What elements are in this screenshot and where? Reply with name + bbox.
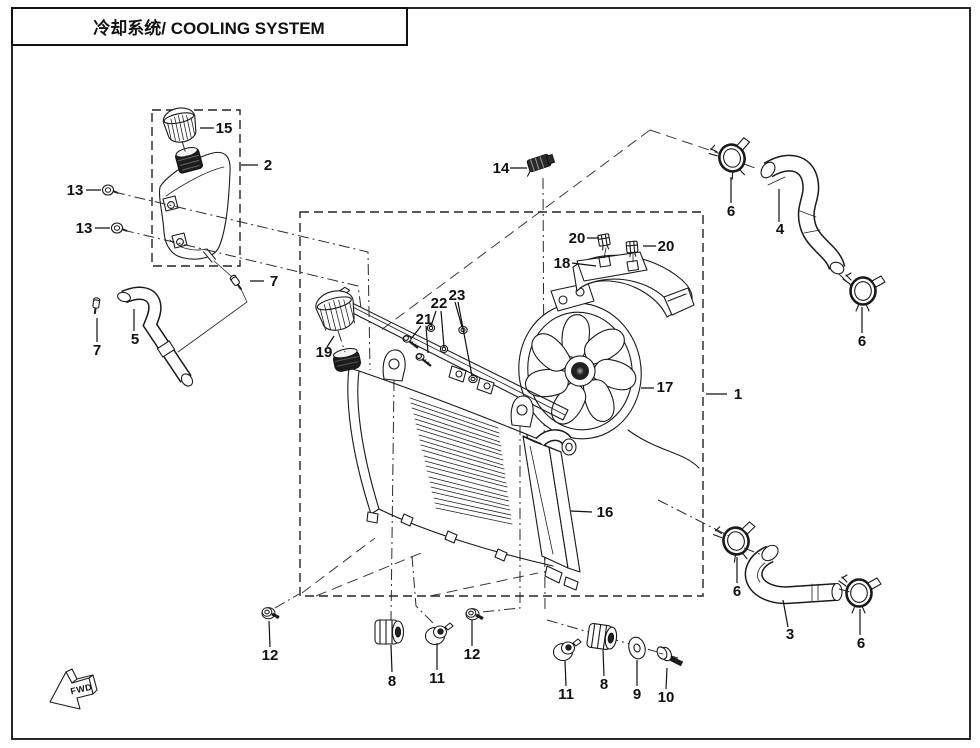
- rubber-bushing: [374, 619, 405, 645]
- washer: [628, 636, 646, 660]
- bracket-washer: [468, 374, 478, 384]
- callout-2: 2: [264, 157, 272, 174]
- callout-20: 20: [569, 230, 586, 247]
- callout-17: 17: [657, 379, 674, 396]
- reservoir-neck: [174, 147, 204, 174]
- callout-16: 16: [597, 504, 614, 521]
- mount-bolt: [464, 607, 485, 622]
- callout-12: 12: [262, 647, 279, 664]
- hose-sleeve: [156, 340, 176, 358]
- reservoir-bolt: [110, 222, 128, 234]
- callout-15: 15: [216, 120, 233, 137]
- callout-13: 13: [67, 182, 84, 199]
- hex-bolt: [656, 646, 684, 667]
- fan-motor-wire: [627, 429, 700, 469]
- callout-8: 8: [600, 676, 608, 693]
- callout-11: 11: [429, 670, 445, 687]
- fwd-indicator: FWD: [49, 668, 98, 710]
- radiator-cap: [315, 286, 356, 331]
- callout-22: 22: [431, 295, 448, 312]
- axis-lines-front: [113, 140, 852, 609]
- cooling-fan: [518, 282, 700, 469]
- mount-bolt: [260, 606, 281, 621]
- reservoir-boundary-box: [151, 109, 241, 267]
- shroud-bracket: [576, 251, 648, 282]
- fwd-label: FWD: [69, 682, 93, 697]
- callout-13: 13: [76, 220, 93, 237]
- projection-lines: [301, 129, 728, 597]
- fan-shroud: [572, 247, 695, 318]
- radiator-filler-neck: [333, 348, 361, 372]
- callout-20: 20: [658, 238, 675, 255]
- callout-12: 12: [464, 646, 481, 663]
- callout-21: 21: [416, 311, 433, 328]
- callout-7: 7: [93, 342, 101, 359]
- callout-6: 6: [727, 203, 735, 220]
- sensor-connector: [526, 153, 556, 177]
- overflow-hose: [117, 286, 194, 387]
- callout-23: 23: [449, 287, 466, 304]
- spacer-bushing: [552, 638, 582, 662]
- coolant-reservoir: [159, 147, 231, 263]
- hose-clamp: [705, 132, 761, 185]
- shroud-clip: [597, 233, 612, 251]
- radiator-assembly-boundary-box: [299, 211, 704, 597]
- callout-3: 3: [786, 626, 794, 643]
- radiator: [332, 294, 581, 591]
- callout-9: 9: [633, 686, 641, 703]
- callout-leader-lines: [86, 127, 863, 690]
- callout-10: 10: [658, 689, 675, 706]
- page-frame: 冷却系统/ COOLING SYSTEM: [11, 7, 971, 740]
- spacer-bushing: [424, 622, 454, 646]
- callout-1: 1: [734, 386, 742, 403]
- callout-4: 4: [776, 221, 785, 238]
- bracket-screw: [401, 334, 420, 350]
- callout-11: 11: [558, 686, 574, 703]
- callout-6: 6: [858, 333, 866, 350]
- callout-18: 18: [554, 255, 571, 272]
- lower-radiator-hose: [744, 544, 843, 605]
- radiator-top-bracket: [332, 294, 569, 421]
- hose-fitting: [90, 296, 102, 316]
- rubber-bushing: [585, 622, 619, 652]
- radiator-inlet: [561, 438, 577, 456]
- hose-clamp: [837, 573, 883, 615]
- callout-19: 19: [316, 344, 333, 361]
- hose-fitting: [228, 273, 245, 293]
- radiator-core-fins: [409, 397, 513, 525]
- hose-clamp: [841, 271, 887, 313]
- fan-blades: [524, 314, 637, 425]
- page-title: 冷却系统/ COOLING SYSTEM: [93, 18, 324, 38]
- title-box: [11, 7, 408, 46]
- reservoir-bolt: [101, 184, 119, 196]
- callout-14: 14: [493, 160, 510, 177]
- callout-8: 8: [388, 673, 396, 690]
- callout-6: 6: [733, 583, 741, 600]
- callout-6: 6: [857, 635, 865, 652]
- upper-radiator-hose: [760, 154, 846, 275]
- bracket-screw: [414, 352, 433, 368]
- reservoir-cap: [162, 107, 197, 143]
- callout-5: 5: [131, 331, 139, 348]
- overflow-connection-lines: [177, 260, 248, 353]
- callout-7: 7: [270, 273, 278, 290]
